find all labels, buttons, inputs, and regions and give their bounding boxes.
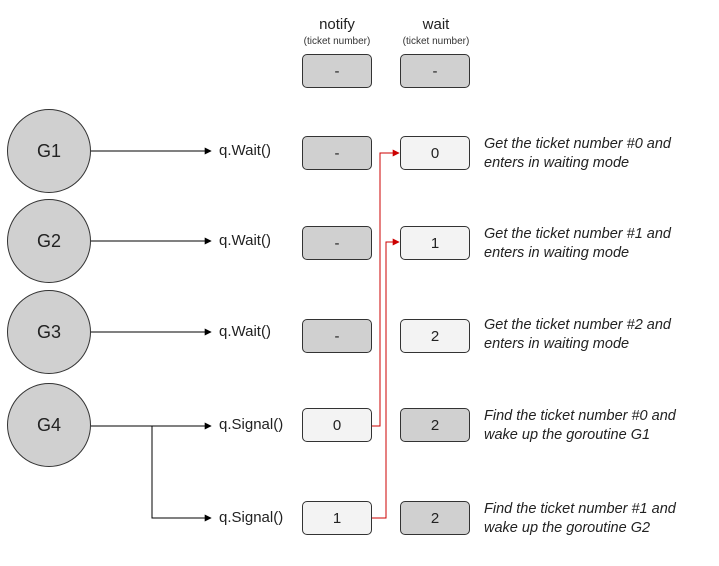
row-description: Find the ticket number #1 and wake up th… <box>484 500 709 538</box>
notify-initial-box: - <box>302 54 372 88</box>
notify-box: 1 <box>302 501 372 535</box>
description-line: Find the ticket number #0 and <box>484 408 676 424</box>
description-line: Get the ticket number #0 and <box>484 136 671 152</box>
notify-subheader: (ticket number) <box>303 36 371 47</box>
wait-box: 2 <box>400 501 470 535</box>
link-notify1-wait1 <box>371 238 400 519</box>
wait-header: wait <box>422 16 450 33</box>
description-line: wake up the goroutine G1 <box>484 427 651 443</box>
wait-box: 2 <box>400 319 470 353</box>
row-description: Find the ticket number #0 and wake up th… <box>484 407 709 445</box>
notify-box: - <box>302 319 372 353</box>
call-label: q.Wait() <box>219 323 271 340</box>
description-line: enters in waiting mode <box>484 155 630 171</box>
row-description: Get the ticket number #1 and enters in w… <box>484 225 709 263</box>
description-line: enters in waiting mode <box>484 245 630 261</box>
description-line: enters in waiting mode <box>484 336 630 352</box>
goroutine-g3: G3 <box>7 290 91 374</box>
goroutine-g2: G2 <box>7 199 91 283</box>
description-line: Find the ticket number #1 and <box>484 501 676 517</box>
wait-subheader: (ticket number) <box>402 36 470 47</box>
wait-initial-box: - <box>400 54 470 88</box>
description-line: Get the ticket number #1 and <box>484 226 671 242</box>
description-line: wake up the goroutine G2 <box>484 520 651 536</box>
notify-header: notify <box>319 16 355 33</box>
notify-box: 0 <box>302 408 372 442</box>
description-line: Get the ticket number #2 and <box>484 317 671 333</box>
arrow-g4-signal-2 <box>151 426 212 522</box>
row-description: Get the ticket number #0 and enters in w… <box>484 135 709 173</box>
goroutine-g4: G4 <box>7 383 91 467</box>
row-description: Get the ticket number #2 and enters in w… <box>484 316 709 354</box>
wait-box: 1 <box>400 226 470 260</box>
link-notify0-wait0 <box>371 149 400 427</box>
call-label: q.Signal() <box>219 416 284 433</box>
call-label: q.Signal() <box>219 509 284 526</box>
notify-box: - <box>302 136 372 170</box>
notify-box: - <box>302 226 372 260</box>
call-label: q.Wait() <box>219 142 271 159</box>
wait-box: 2 <box>400 408 470 442</box>
wait-box: 0 <box>400 136 470 170</box>
goroutine-g1: G1 <box>7 109 91 193</box>
call-label: q.Wait() <box>219 232 271 249</box>
